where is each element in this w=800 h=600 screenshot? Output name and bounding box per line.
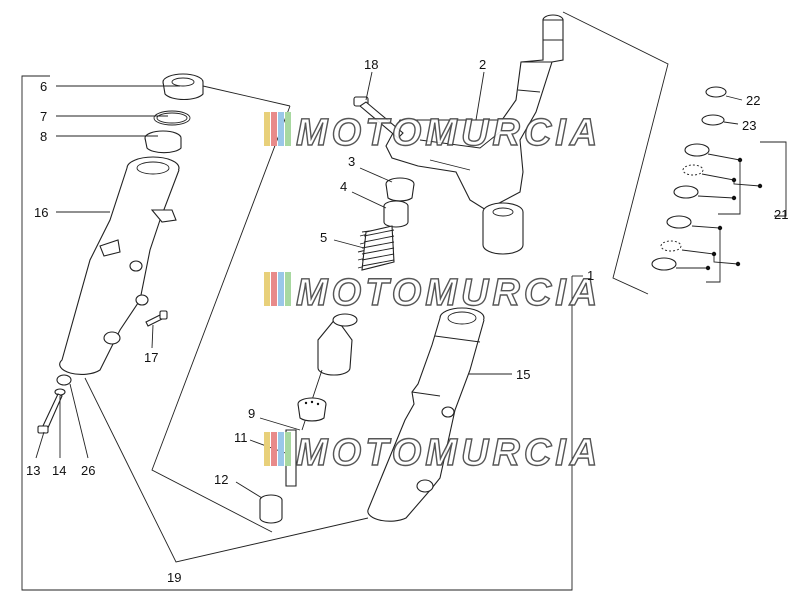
callout-3: 3 [348, 154, 355, 169]
watermark-middle: MOTOMURCIA [264, 271, 601, 315]
leader-lines [35, 71, 743, 499]
callout-22: 22 [746, 93, 760, 108]
watermark-text: MOTOMURCIA [296, 272, 601, 314]
callout-5: 5 [320, 230, 327, 245]
callout-2: 2 [479, 57, 486, 72]
callout-1: 1 [587, 268, 594, 283]
callout-6: 6 [40, 79, 47, 94]
bracket-19 [84, 85, 369, 563]
watermark-text: MOTOMURCIA [296, 432, 601, 474]
watermark-bottom: MOTOMURCIA [264, 431, 601, 475]
callout-7: 7 [40, 109, 47, 124]
callout-18: 18 [364, 57, 378, 72]
callout-8: 8 [40, 129, 47, 144]
watermark-text: MOTOMURCIA [296, 112, 601, 154]
callout-23: 23 [742, 118, 756, 133]
callout-labels: 6 7 8 16 18 2 3 4 5 1 15 17 9 11 12 13 1… [26, 57, 788, 585]
bolt-18-part [353, 96, 404, 139]
steering-stem-part [385, 14, 564, 255]
callout-13: 13 [26, 463, 40, 478]
callout-14: 14 [52, 463, 66, 478]
bearing-set-part [562, 11, 787, 295]
right-fork-leg-part [367, 307, 485, 522]
damper-internals-part [259, 177, 415, 524]
callout-21: 21 [774, 207, 788, 222]
callout-12: 12 [214, 472, 228, 487]
watermark-top: MOTOMURCIA [264, 111, 601, 155]
callout-15: 15 [516, 367, 530, 382]
bracket-1 [21, 75, 583, 591]
callout-19: 19 [167, 570, 181, 585]
callout-16: 16 [34, 205, 48, 220]
callout-17: 17 [144, 350, 158, 365]
callout-4: 4 [340, 179, 347, 194]
callout-26: 26 [81, 463, 95, 478]
callout-9: 9 [248, 406, 255, 421]
callout-11: 11 [234, 430, 248, 445]
left-fork-leg-part [37, 73, 204, 434]
